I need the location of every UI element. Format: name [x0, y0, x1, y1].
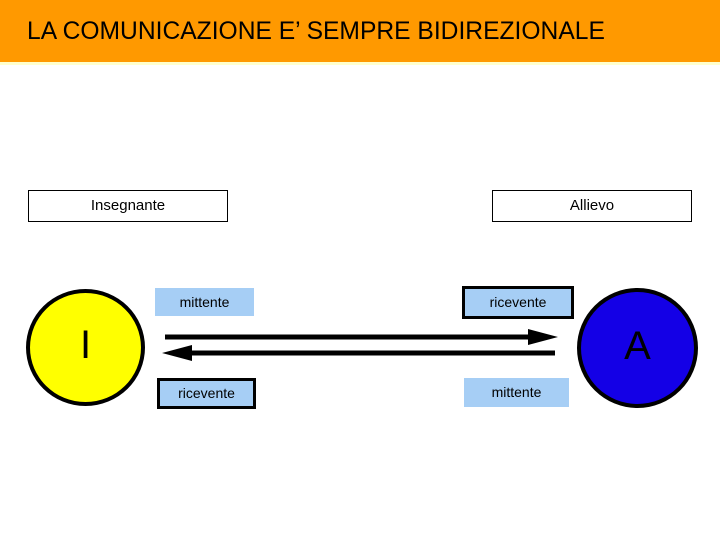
- title-banner: [0, 0, 720, 62]
- role-label-right-mittente: mittente: [464, 378, 569, 407]
- arrow-right-icon: [165, 329, 558, 345]
- role-label-left-mittente: mittente: [155, 288, 254, 316]
- header-box-allievo: Allievo: [492, 190, 692, 222]
- circle-allievo-letter: A: [624, 323, 651, 368]
- circle-allievo: A: [577, 288, 698, 408]
- slide-title: LA COMUNICAZIONE E’ SEMPRE BIDIREZIONALE: [27, 17, 605, 45]
- header-box-insegnante: Insegnante: [28, 190, 228, 222]
- arrow-left-icon: [162, 345, 555, 361]
- bidirectional-arrows: [162, 329, 558, 361]
- role-label-left-ricevente: ricevente: [157, 378, 256, 409]
- circle-insegnante-letter: I: [79, 323, 92, 367]
- title-underline: [0, 62, 720, 65]
- circle-insegnante: I: [26, 289, 145, 406]
- role-label-right-ricevente: ricevente: [462, 286, 574, 319]
